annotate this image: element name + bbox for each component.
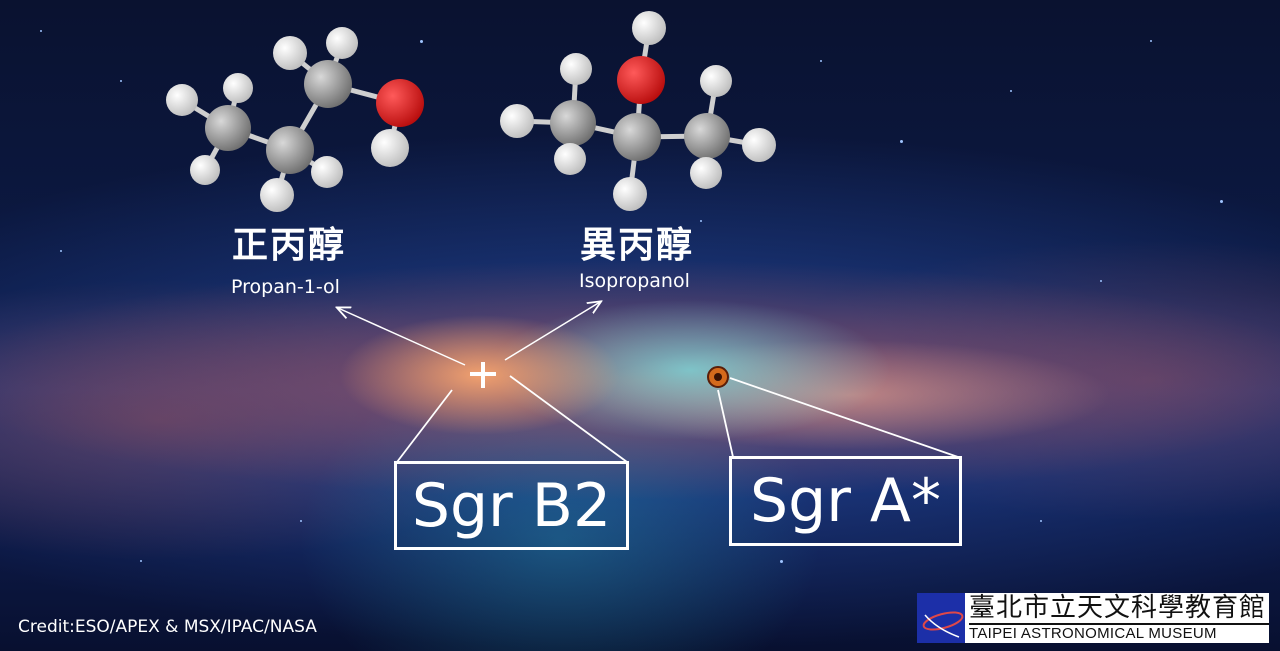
propan-1-ol-molecule — [166, 27, 424, 212]
sgr-a-star-marker — [707, 366, 729, 388]
propan-1-ol-chinese-label: 正丙醇 — [232, 225, 347, 266]
isopropanol-molecule — [500, 11, 776, 211]
image-credit: Credit:ESO/APEX & MSX/IPAC/NASA — [18, 617, 317, 637]
propan-1-ol-english-label: Propan-1-ol — [231, 276, 340, 298]
sgr-b2-label-box: Sgr B2 — [394, 461, 629, 550]
museum-logo: 臺北市立天文科學教育館 TAIPEI ASTRONOMICAL MUSEUM — [917, 593, 1269, 643]
sgr-a-star-label: Sgr A* — [750, 466, 941, 536]
arrow-to-propan-1-ol — [338, 308, 466, 366]
sgr-b2-label: Sgr B2 — [411, 470, 612, 541]
museum-name-english: TAIPEI ASTRONOMICAL MUSEUM — [969, 625, 1217, 642]
sgr-b2-marker — [470, 362, 496, 388]
arrow-to-isopropanol — [504, 302, 600, 361]
sgr-a-star-label-box: Sgr A* — [729, 456, 962, 546]
isopropanol-chinese-label: 異丙醇 — [580, 225, 695, 266]
museum-logo-icon — [917, 593, 965, 643]
museum-name-chinese: 臺北市立天文科學教育館 — [969, 593, 1269, 625]
isopropanol-english-label: Isopropanol — [579, 270, 690, 292]
